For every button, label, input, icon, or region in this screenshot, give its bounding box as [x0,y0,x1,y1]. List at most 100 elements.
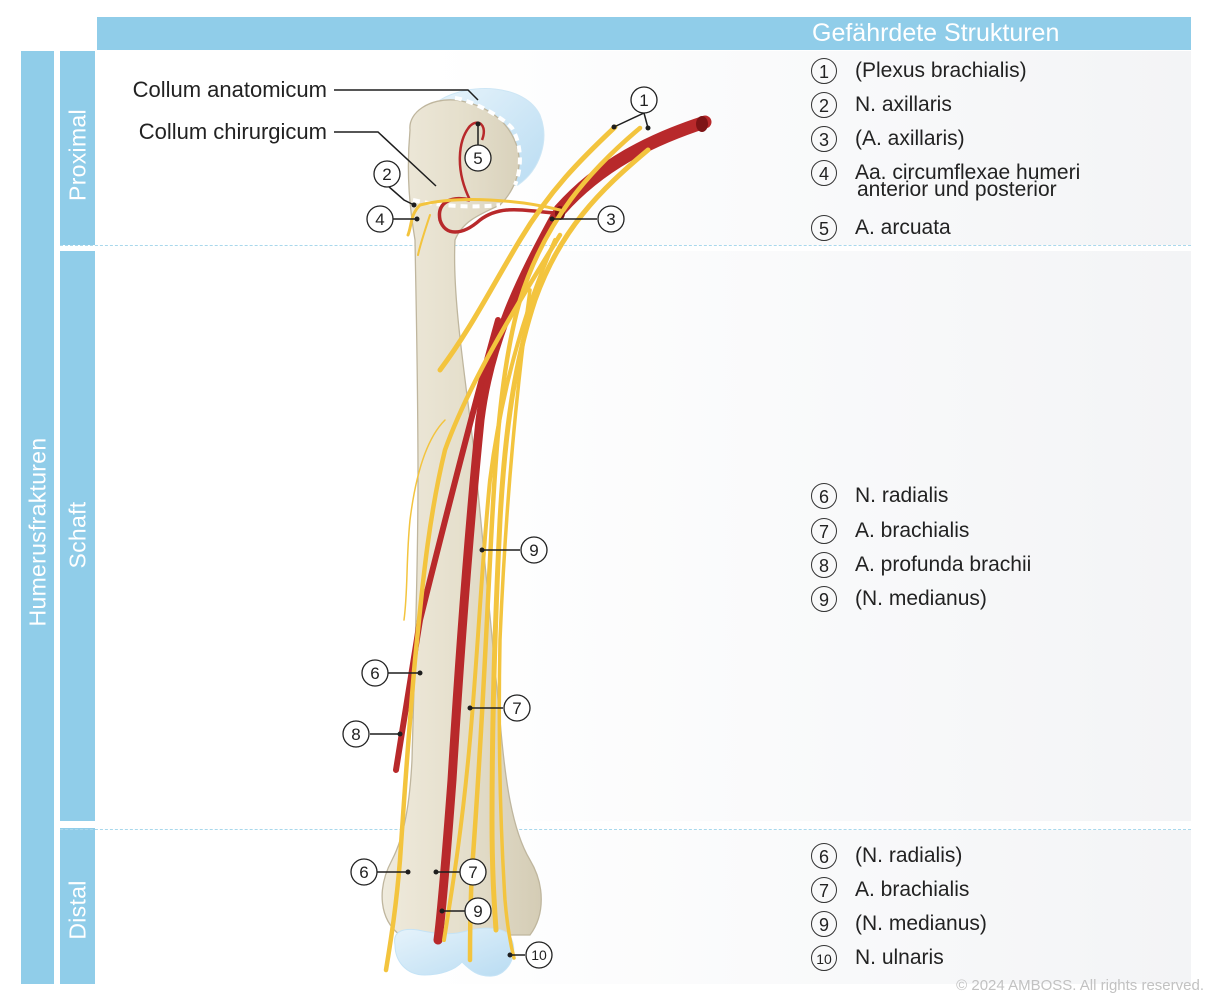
legend-number: 3 [811,126,837,152]
legend-item: 7 A. brachialis [811,877,969,903]
legend-item: 6 N. radialis [811,483,948,509]
dot-8 [397,731,403,737]
arcuate-artery [458,121,486,201]
legend-label: N. axillaris [855,93,952,116]
legend-number: 7 [811,877,837,903]
marker-circle-9 [520,536,548,564]
marker-text-9: 9 [529,541,538,560]
collum-chirurgicum-line [412,198,501,209]
marker-circle-6b [350,858,378,886]
ulnar-nerve [497,288,532,960]
legend-label: (N. medianus) [855,912,987,935]
dot-2 [411,202,417,208]
legend-item: 6 (N. radialis) [811,843,962,869]
outer-side-bar [21,51,54,984]
legend-item: 10 N. ulnaris [811,945,944,971]
legend-label: A. brachialis [855,878,970,901]
marker-circle-6 [361,659,389,687]
legend-item: 8 A. profunda brachii [811,552,1031,578]
legend-item: 2 N. axillaris [811,92,952,118]
legend-label: Aa. circumflexae humeri [855,161,1081,184]
legend-label: N. ulnaris [855,946,944,969]
marker-circle-7 [503,694,531,722]
radial-nerve [383,232,563,973]
header-title: Gefährdete Strukturen [812,19,1060,47]
legend-number: 7 [811,518,837,544]
marker-text-10: 10 [531,947,547,963]
header-bar [97,17,1191,50]
panel-schaft [97,251,1191,821]
leader-1 [613,112,649,129]
legend-label: A. arcuata [855,216,951,239]
dot-5 [475,121,481,127]
dot-1a [611,124,617,130]
legend-number: 9 [811,911,837,937]
legend-item: 9 (N. medianus) [811,586,987,612]
marker-text-9b: 9 [473,902,482,921]
humerus-bone [381,99,542,936]
brachial-artery [433,209,561,945]
plexus-nerve-a [437,124,618,373]
leader-2 [387,185,415,206]
leader-collum-chirurgicum [334,131,437,187]
dot-9 [479,547,485,553]
marker-circle-2 [373,160,401,188]
marker-text-3: 3 [606,210,615,229]
legend-item: 1(Plexus brachialis) [811,58,1027,84]
dot-3 [549,216,555,222]
marker-circle-7b [459,858,487,886]
annotation-collum-chirurgicum: Collum chirurgicum [138,119,327,144]
dot-7 [467,705,473,711]
legend-number: 6 [811,483,837,509]
legend-item: 9 (N. medianus) [811,911,987,937]
legend-number: 9 [811,586,837,612]
legend-number: 10 [811,945,837,971]
median-nerve [442,238,557,942]
legend-label: (N. medianus) [855,587,987,610]
legend-item: 7 A. brachialis [811,518,969,544]
marker-circle-4 [366,205,394,233]
deep-brachial-artery [393,317,501,773]
collum-anatomicum-line [454,96,522,186]
marker-circle-1 [630,86,658,114]
marker-text-5: 5 [473,149,482,168]
axillary-nerve [406,198,562,237]
nerve-fine-branch [403,419,446,621]
separator-schaft-distal [60,829,1191,830]
dot-9b [439,908,445,914]
dot-4 [414,216,420,222]
marker-text-6b: 6 [359,863,368,882]
legend-number: 1 [811,58,837,84]
distal-cartilage [394,927,515,977]
marker-text-4: 4 [375,210,384,229]
dot-7b [433,869,439,875]
legend-label: A. brachialis [855,519,970,542]
legend-item: 5 A. arcuata [811,215,951,241]
dot-6b [405,869,411,875]
marker-text-1: 1 [639,91,648,110]
copyright: © 2024 AMBOSS. All rights reserved. [956,977,1204,994]
legend-label: (A. axillaris) [855,127,965,150]
marker-circle-3 [597,205,625,233]
marker-text-6: 6 [370,664,379,683]
legend-label: N. radialis [855,484,949,507]
panel-distal [97,830,1191,984]
marker-circle-10 [525,941,553,969]
legend-number: 5 [811,215,837,241]
marker-text-7: 7 [512,699,521,718]
dot-1b [645,125,651,131]
marker-text-7b: 7 [468,863,477,882]
legend-label: (N. radialis) [855,844,963,867]
marker-text-2: 2 [382,165,391,184]
proximal-bar [60,51,95,245]
legend-label: A. profunda brachii [855,553,1032,576]
legend-item: 3 (A. axillaris) [811,126,965,152]
legend-number: 2 [811,92,837,118]
legend-number: 8 [811,552,837,578]
legend-number: 4 [811,160,837,186]
axillary-branch [417,214,431,256]
legend-number: 6 [811,843,837,869]
annotation-collum-anatomicum: Collum anatomicum [132,77,327,102]
